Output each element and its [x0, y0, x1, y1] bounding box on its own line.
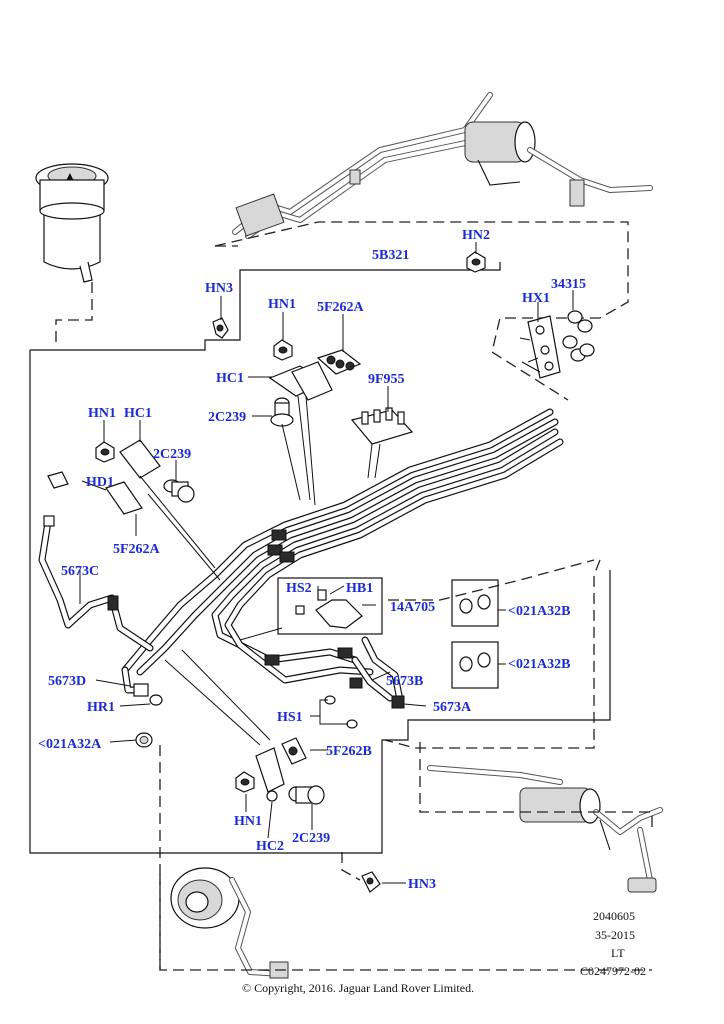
grommet-5f262a-top[interactable] — [316, 349, 362, 375]
callout-9f955[interactable]: 9F955 — [368, 372, 405, 387]
callout-5f262b[interactable]: 5F262B — [326, 744, 372, 759]
callout-021a32b-1[interactable]: <021A32B — [508, 604, 570, 619]
callout-5f262a-top[interactable]: 5F262A — [317, 300, 365, 315]
grommet-2c239-top[interactable] — [270, 397, 294, 427]
callout-021a32a[interactable]: <021A32A — [38, 737, 102, 752]
nut-hn2[interactable] — [466, 251, 486, 273]
callout-hc2[interactable]: HC2 — [256, 839, 284, 854]
callout-labels: HN2 5B321 HN3 34315 HX1 HN1 5F262A HC1 9… — [38, 228, 586, 892]
drawing-code-1: 2040605 — [593, 909, 635, 923]
callout-hb1[interactable]: HB1 — [346, 581, 373, 596]
dashed-outlines — [55, 221, 653, 971]
footer: 2040605 35-2015 LT C0247972-02 © Copyrig… — [242, 909, 646, 995]
callout-hn1-top[interactable]: HN1 — [268, 297, 296, 312]
copyright-text: © Copyright, 2016. Jaguar Land Rover Lim… — [242, 981, 474, 995]
drawing-code-2: 35-2015 — [595, 928, 635, 942]
callout-hc1-left[interactable]: HC1 — [124, 406, 152, 421]
callout-5673d[interactable]: 5673D — [48, 674, 86, 689]
svg-text:▲: ▲ — [64, 169, 76, 183]
lower-rack-illustration — [427, 765, 663, 893]
nut-hn1-bottom[interactable] — [235, 771, 255, 793]
o-ring-box-2 — [451, 641, 499, 689]
grommet-2c239-left[interactable] — [163, 479, 195, 503]
reservoir-illustration: ▲ — [35, 163, 109, 283]
clamp-hc1-top[interactable] — [268, 361, 333, 401]
callout-hn1-left[interactable]: HN1 — [88, 406, 116, 421]
clip-9f955[interactable] — [350, 407, 414, 445]
clip-hn3-top[interactable] — [212, 317, 229, 339]
callout-5673a[interactable]: 5673A — [433, 700, 472, 715]
grommet-2c239-bottom[interactable] — [288, 785, 325, 805]
hose-bundle — [121, 408, 564, 709]
callout-5f262a-left[interactable]: 5F262A — [113, 542, 161, 557]
callout-hn2[interactable]: HN2 — [462, 228, 490, 243]
callout-2c239-left[interactable]: 2C239 — [153, 447, 191, 462]
fitting-5673d[interactable] — [133, 683, 163, 706]
callout-2c239-bottom[interactable]: 2C239 — [292, 831, 330, 846]
damper-hd1[interactable] — [47, 471, 143, 515]
clip-hn3-bottom[interactable] — [361, 871, 381, 893]
o-ring-021a32a[interactable] — [135, 732, 153, 748]
callout-hc1-top[interactable]: HC1 — [216, 371, 244, 386]
callout-34315[interactable]: 34315 — [551, 277, 586, 292]
callout-hr1[interactable]: HR1 — [87, 700, 115, 715]
clamp-hc2[interactable] — [255, 747, 285, 802]
nut-hn1-top[interactable] — [273, 339, 293, 361]
nut-hn1-left[interactable] — [95, 441, 115, 463]
callout-hn3-bottom[interactable]: HN3 — [408, 877, 436, 892]
pump-illustration — [170, 867, 289, 979]
callout-5b321[interactable]: 5B321 — [372, 248, 409, 263]
callout-2c239-top[interactable]: 2C239 — [208, 410, 246, 425]
return-hose-5673c — [38, 515, 154, 652]
callout-hx1[interactable]: HX1 — [522, 291, 550, 306]
clamp-hc1-left[interactable] — [119, 439, 161, 479]
drawing-code-4: C0247972-02 — [580, 964, 646, 978]
callout-hs2[interactable]: HS2 — [286, 581, 312, 596]
assembly-frame — [29, 262, 611, 854]
bracket-14a705-panel — [277, 577, 383, 635]
callout-5673b[interactable]: 5673B — [386, 674, 423, 689]
callout-hn1-bottom[interactable]: HN1 — [234, 814, 262, 829]
upper-rack-illustration — [232, 92, 653, 239]
grommet-5f262b[interactable] — [281, 737, 307, 765]
callout-5673c[interactable]: 5673C — [61, 564, 99, 579]
o-ring-box-1 — [451, 579, 499, 627]
callout-021a32b-2[interactable]: <021A32B — [508, 657, 570, 672]
bracket-hx1[interactable] — [519, 310, 595, 379]
callout-hn3-top[interactable]: HN3 — [205, 281, 233, 296]
callout-14a705[interactable]: 14A705 — [390, 600, 435, 615]
callout-hs1[interactable]: HS1 — [277, 710, 303, 725]
callout-hd1[interactable]: HD1 — [86, 475, 114, 490]
leader-lines — [79, 242, 574, 884]
drawing-code-3: LT — [611, 946, 625, 960]
screws-hs1[interactable] — [324, 695, 358, 729]
